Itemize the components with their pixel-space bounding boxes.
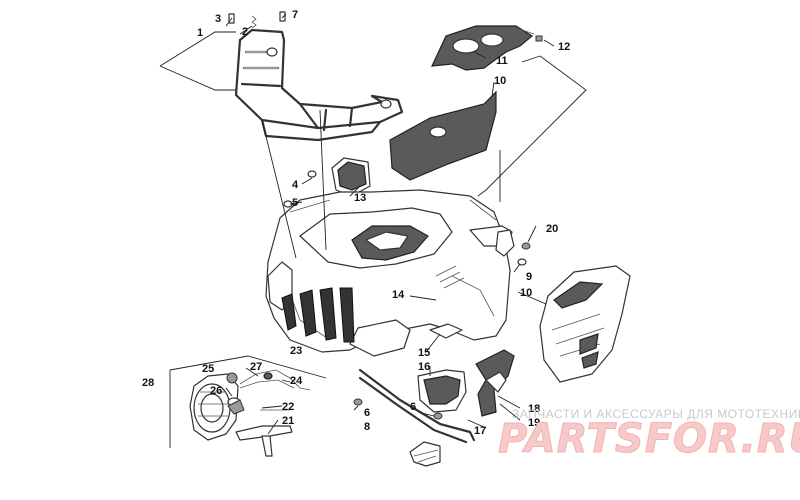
bulb-25	[226, 372, 238, 384]
callout-5: 5	[292, 197, 298, 209]
headlight-assembly	[189, 372, 245, 441]
callout-28: 28	[142, 377, 154, 389]
lower-shield	[417, 369, 467, 413]
bolt-7	[279, 11, 286, 22]
leader-lines	[225, 13, 587, 435]
screw-12	[535, 35, 543, 42]
bolt-6-left	[353, 398, 363, 406]
grommet-9	[517, 258, 527, 266]
callout-23: 23	[290, 345, 302, 357]
callout-6-left: 6	[364, 407, 370, 419]
leader-1	[159, 31, 236, 67]
reflector	[429, 323, 463, 339]
callout-17: 17	[474, 425, 486, 437]
side-panel-upper	[389, 90, 497, 181]
callout-8: 8	[364, 421, 370, 433]
callout-2: 2	[242, 26, 248, 38]
callout-14: 14	[392, 289, 405, 301]
spring-2	[251, 15, 257, 29]
watermark-tagline: ЗАПЧАСТИ И АКСЕССУАРЫ ДЛЯ МОТОТЕХНИКИ	[512, 407, 800, 421]
callout-20: 20	[546, 223, 558, 235]
callout-25: 25	[202, 363, 214, 375]
leader-1b	[159, 65, 236, 91]
callout-26: 26	[210, 385, 222, 397]
callout-4: 4	[292, 179, 299, 191]
lower-brace	[353, 368, 476, 444]
callout-3: 3	[215, 13, 221, 25]
callout-22: 22	[282, 401, 294, 413]
callout-21: 21	[282, 415, 294, 427]
front-rack	[234, 28, 404, 142]
callout-19: 19	[528, 417, 540, 429]
wiring-harness-24	[239, 369, 311, 391]
meter-housing	[331, 157, 371, 197]
front-body-panel	[265, 189, 513, 357]
callout-10-upper: 10	[494, 75, 506, 87]
bracket-21	[235, 425, 293, 457]
bottom-mount	[409, 441, 441, 467]
callout-18: 18	[528, 403, 540, 415]
mount-bracket	[475, 349, 515, 417]
callout-12: 12	[558, 41, 570, 53]
callout-27: 27	[250, 361, 262, 373]
screw-20	[521, 242, 531, 250]
callout-13: 13	[354, 192, 366, 204]
callout-7: 7	[292, 9, 298, 21]
watermark-brand: PARTSFOR.RU	[498, 416, 800, 462]
callout-11: 11	[496, 55, 508, 67]
callout-16: 16	[418, 361, 430, 373]
rack-mount-bracket-right	[380, 99, 392, 109]
console-cover	[431, 25, 535, 71]
callout-9: 9	[526, 271, 532, 283]
callout-6-right: 6	[410, 401, 416, 413]
callout-10-lower: 10	[520, 287, 532, 299]
callout-15: 15	[418, 347, 430, 359]
fender-bracket	[495, 229, 531, 266]
rack-mount-bracket-left	[266, 47, 278, 57]
callout-24: 24	[290, 375, 303, 387]
bolt-6-right	[433, 412, 443, 420]
washer-4	[307, 170, 317, 178]
leader-23	[169, 355, 327, 379]
side-panel-lower	[539, 265, 631, 383]
callout-1: 1	[197, 27, 203, 39]
